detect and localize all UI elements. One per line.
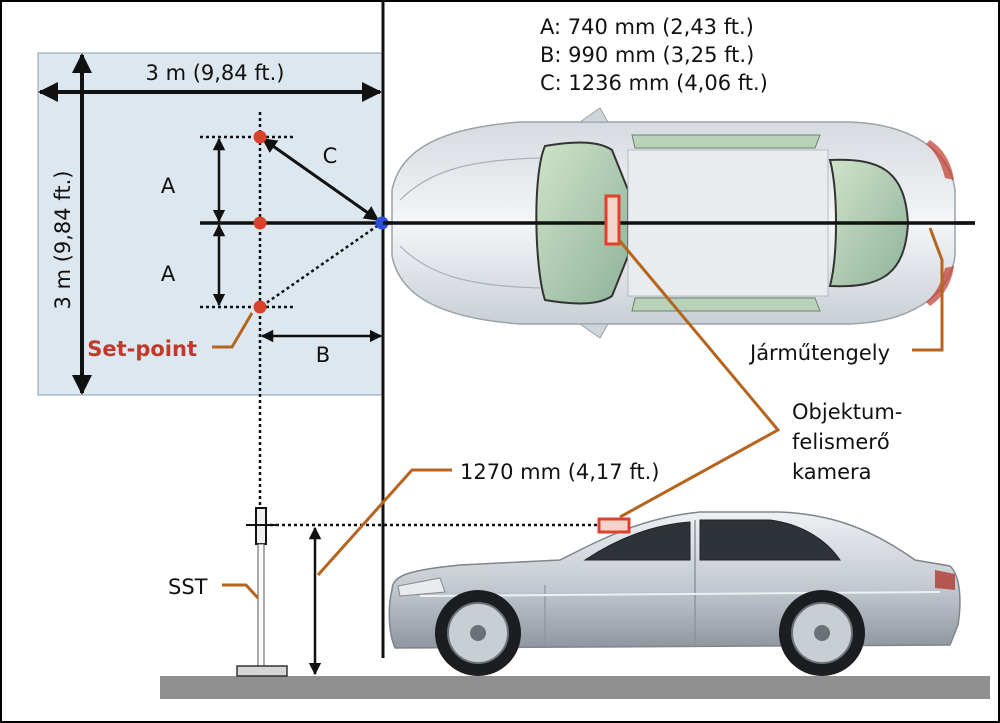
b-label: B [316,343,330,367]
setpoint-dot-center [253,216,267,230]
camera-height-label: 1270 mm (4,17 ft.) [460,460,659,484]
height-label: 3 m (9,84 ft.) [51,171,75,310]
c-dimension-arrow [261,137,380,222]
vehicle-axis-leader [912,227,944,352]
width-label: 3 m (9,84 ft.) [146,61,285,85]
camera-height-leader [316,468,452,577]
legend-b: B: 990 mm (3,25 ft.) [540,43,754,67]
car-side-view [388,511,961,676]
setpoint-dot-top [253,130,267,144]
vehicle-front-center-dot [375,216,389,230]
setpoint-dot-bottom [253,300,267,314]
legend-c: C: 1236 mm (4,06 ft.) [540,71,768,95]
sst-stand [236,507,288,677]
c-label: C [323,144,338,168]
sst-label: SST [168,575,208,599]
a-label-lower: A [161,262,176,286]
setpoint-label: Set-point [87,337,197,361]
camera-marker-top [604,194,621,246]
camera-marker-side [597,517,631,534]
camera-leader-line [617,239,781,519]
vehicle-axis-label: Járműtengely [748,341,890,365]
camera-label-line1: Objektum- [792,400,902,424]
camera-label-line3: kamera [792,460,872,484]
sst-leader [222,583,260,600]
setpoint-leader-line [212,312,254,349]
camera-label-line2: felismerő [792,430,890,454]
a-label-upper: A [161,174,176,198]
ground-strip [160,676,990,699]
legend-a: A: 740 mm (2,43 ft.) [540,15,754,39]
